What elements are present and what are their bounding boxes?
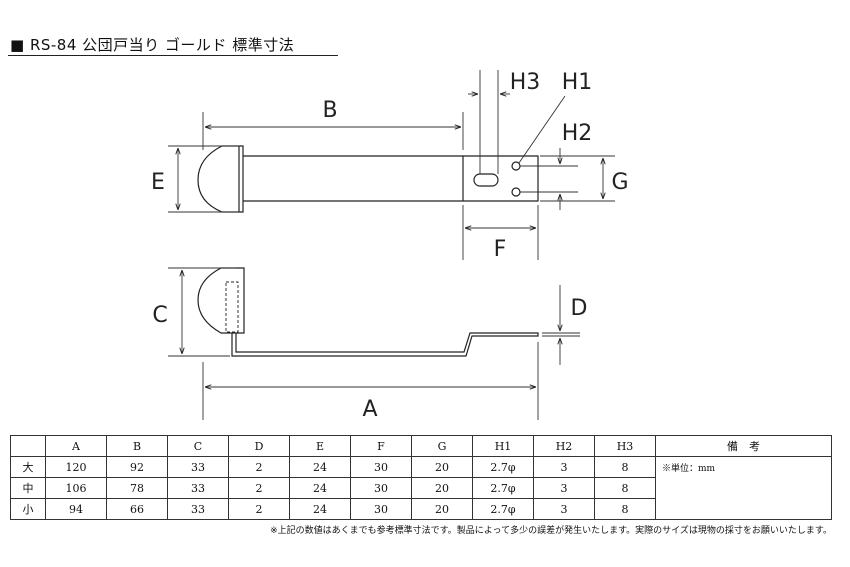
table-cell: 3 (533, 456, 595, 478)
table-header-cell: D (228, 435, 290, 457)
row-label: 大 (10, 456, 46, 478)
dim-label-H1: H1 (562, 70, 593, 95)
row-label: 中 (10, 477, 46, 499)
table-cell: 2.7φ (472, 456, 534, 478)
table-cell: 3 (533, 477, 595, 499)
dim-label-H3: H3 (510, 70, 541, 95)
dim-label-F: F (494, 237, 507, 262)
table-header-cell: C (167, 435, 229, 457)
dim-label-H2: H2 (562, 121, 593, 146)
top-bumper (197, 145, 244, 213)
table-cell: 2.7φ (472, 498, 534, 520)
table-cell: 106 (45, 477, 107, 499)
table-cell: 3 (533, 498, 595, 520)
table-cell: 24 (289, 498, 351, 520)
technical-drawing: B E H3 H1 H2 G F C D A (151, 70, 629, 422)
table-cell: 8 (594, 456, 656, 478)
table-cell: 20 (411, 498, 473, 520)
dim-label-G: G (611, 170, 628, 195)
dim-label-E: E (151, 170, 165, 195)
dim-label-A: A (362, 397, 377, 422)
side-plate (231, 332, 539, 357)
table-header-row: A B C D E F G H1 H2 H3 備 考 (10, 435, 832, 457)
table-header-cell: F (350, 435, 412, 457)
table-header-cell: H1 (472, 435, 534, 457)
table-cell: 2 (228, 477, 290, 499)
dim-label-C: C (152, 303, 167, 328)
table-cell: 33 (167, 456, 229, 478)
table-header-cell: G (411, 435, 473, 457)
table-cell: 2 (228, 498, 290, 520)
table-cell: 2 (228, 456, 290, 478)
side-bumper (197, 267, 245, 334)
table-cell: 20 (411, 456, 473, 478)
table-cell: 30 (350, 477, 412, 499)
page-title: ■ RS-84 公団戸当り ゴールド 標準寸法 (10, 36, 295, 54)
screw-hole-top (511, 161, 521, 171)
table-cell: 24 (289, 456, 351, 478)
table-header-cell: B (106, 435, 168, 457)
slotted-hole (473, 173, 499, 187)
table-cell: 2.7φ (472, 477, 534, 499)
table-cell: 120 (45, 456, 107, 478)
table-cell: 33 (167, 477, 229, 499)
side-view (197, 267, 539, 357)
side-bumper-insert (225, 281, 239, 333)
table-header-cell: H2 (533, 435, 595, 457)
table-cell: 8 (594, 498, 656, 520)
row-label: 小 (10, 498, 46, 520)
leader-H1 (518, 95, 566, 164)
table-header-cell: H3 (594, 435, 656, 457)
table-header-cell: E (289, 435, 351, 457)
top-view (197, 145, 539, 213)
table-cell: 78 (106, 477, 168, 499)
screw-hole-bottom (511, 187, 521, 197)
table-row: 小 94 66 33 2 24 30 20 2.7φ 3 8 (10, 498, 832, 520)
title-underline (8, 55, 338, 56)
dim-label-D: D (571, 296, 588, 321)
footnote: ※上記の数値はあくまでも参考標準寸法です。製品によって多少の誤差が発生いたします… (270, 526, 832, 536)
table-cell: 30 (350, 456, 412, 478)
table-cell: 66 (106, 498, 168, 520)
table-cell: 24 (289, 477, 351, 499)
table-row: 大 120 92 33 2 24 30 20 2.7φ 3 8 ※単位：mm (10, 456, 832, 520)
table-cell: 30 (350, 498, 412, 520)
remarks-cell: ※単位：mm (655, 456, 832, 520)
table-header-remarks: 備 考 (655, 435, 832, 457)
dim-label-B: B (322, 98, 337, 123)
table-cell: 8 (594, 477, 656, 499)
table-cell: 92 (106, 456, 168, 478)
table-cell: 94 (45, 498, 107, 520)
table-cell: 20 (411, 477, 473, 499)
top-plate (243, 155, 539, 202)
table-header-cell: A (45, 435, 107, 457)
dimension-table: A B C D E F G H1 H2 H3 備 考 大 120 92 33 2… (10, 435, 832, 520)
table-header-cell (10, 435, 46, 457)
table-cell: 33 (167, 498, 229, 520)
